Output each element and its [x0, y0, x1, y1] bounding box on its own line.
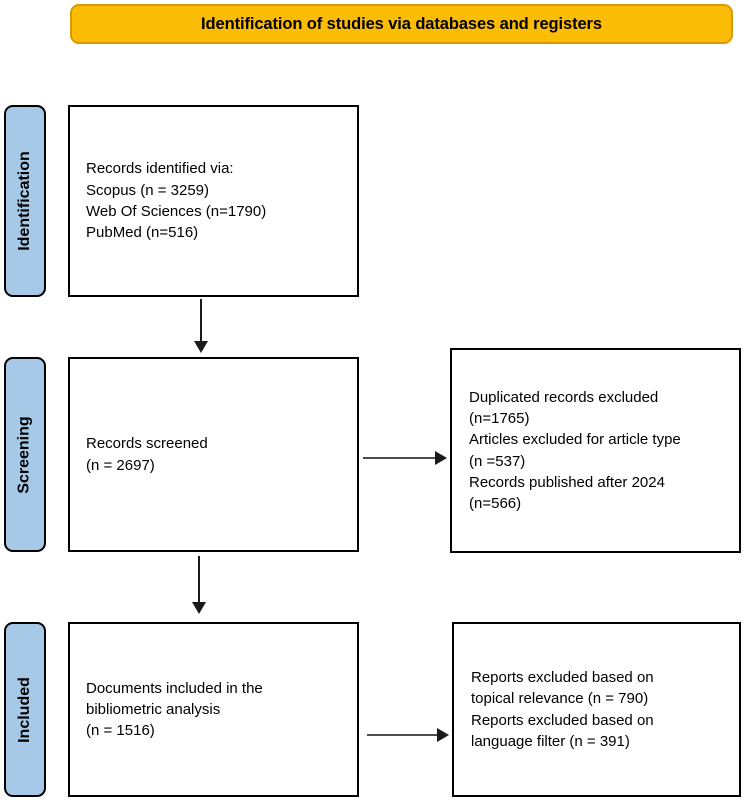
stage-label-screening-text: Screening	[16, 415, 34, 494]
box-records-excluded-screening-text: Duplicated records excluded (n=1765) Art…	[469, 388, 681, 513]
arrow-shaft	[363, 457, 437, 459]
header-banner: Identification of studies via databases …	[70, 4, 733, 44]
stage-label-identification-text: Identification	[16, 151, 33, 251]
arrow-right-included-to-excluded	[367, 727, 450, 743]
arrow-head-icon	[194, 341, 208, 353]
arrow-head-icon	[435, 451, 447, 465]
stage-label-included-text: Included	[16, 676, 33, 743]
box-documents-included: Documents included in the bibliometric a…	[68, 622, 359, 797]
box-documents-included-text: Documents included in the bibliometric a…	[86, 679, 263, 740]
stage-label-identification: Identification	[4, 105, 46, 297]
box-records-identified-text: Records identified via: Scopus (n = 3259…	[86, 160, 267, 242]
box-records-excluded-screening: Duplicated records excluded (n=1765) Art…	[450, 348, 741, 553]
box-records-screened-text: Records screened (n = 2697)	[86, 435, 208, 474]
stage-label-included: Included	[4, 622, 46, 797]
box-reports-excluded-included-text: Reports excluded based on topical releva…	[471, 668, 654, 750]
arrow-down-identification-to-screening	[192, 299, 210, 355]
arrow-right-screened-to-excluded	[363, 450, 448, 466]
arrow-shaft	[367, 734, 439, 736]
arrow-head-icon	[437, 728, 449, 742]
header-banner-title: Identification of studies via databases …	[201, 14, 602, 33]
box-records-identified: Records identified via: Scopus (n = 3259…	[68, 105, 359, 297]
stage-label-screening: Screening	[4, 357, 46, 552]
arrow-down-screening-to-included	[190, 556, 208, 618]
arrow-shaft	[198, 556, 200, 604]
box-reports-excluded-included: Reports excluded based on topical releva…	[452, 622, 741, 797]
arrow-shaft	[200, 299, 202, 343]
arrow-head-icon	[192, 602, 206, 614]
box-records-screened: Records screened (n = 2697)	[68, 357, 359, 552]
